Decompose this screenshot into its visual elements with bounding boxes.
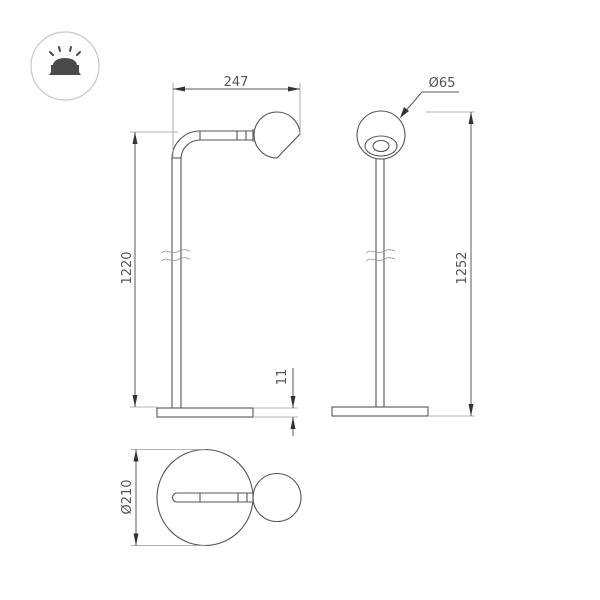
- side-view: 247 1220 11: [120, 75, 301, 436]
- dim-label-d65: Ø65: [429, 76, 456, 91]
- dimension-base-diameter: Ø210: [120, 449, 205, 546]
- side-head: [253, 111, 301, 159]
- dim-label-247: 247: [224, 75, 249, 90]
- dimension-height-to-arm: 1220: [120, 131, 178, 408]
- side-stem: [171, 157, 182, 408]
- dimension-arm-reach: 247: [172, 75, 301, 158]
- dimension-base-thickness: 11: [253, 368, 298, 436]
- dim-label-d210: Ø210: [120, 479, 135, 514]
- dim-label-1252: 1252: [455, 251, 470, 284]
- dim-label-11: 11: [275, 369, 290, 386]
- front-head: [356, 110, 406, 160]
- surface-mounted-light-icon: [30, 31, 100, 101]
- side-elbow: [171, 130, 201, 161]
- front-view: Ø65 1252: [331, 76, 475, 417]
- side-base: [156, 407, 254, 418]
- top-arm: [171, 492, 254, 503]
- dimension-head-diameter: Ø65: [400, 76, 459, 118]
- dim-label-1220: 1220: [120, 251, 135, 284]
- break-mark: [365, 249, 396, 262]
- front-stem: [375, 157, 385, 407]
- side-arm: [199, 129, 254, 142]
- dimension-total-height: 1252: [426, 111, 475, 417]
- top-head: [252, 472, 302, 523]
- top-view: Ø210: [120, 448, 302, 547]
- front-base: [331, 406, 429, 417]
- break-mark: [160, 249, 191, 262]
